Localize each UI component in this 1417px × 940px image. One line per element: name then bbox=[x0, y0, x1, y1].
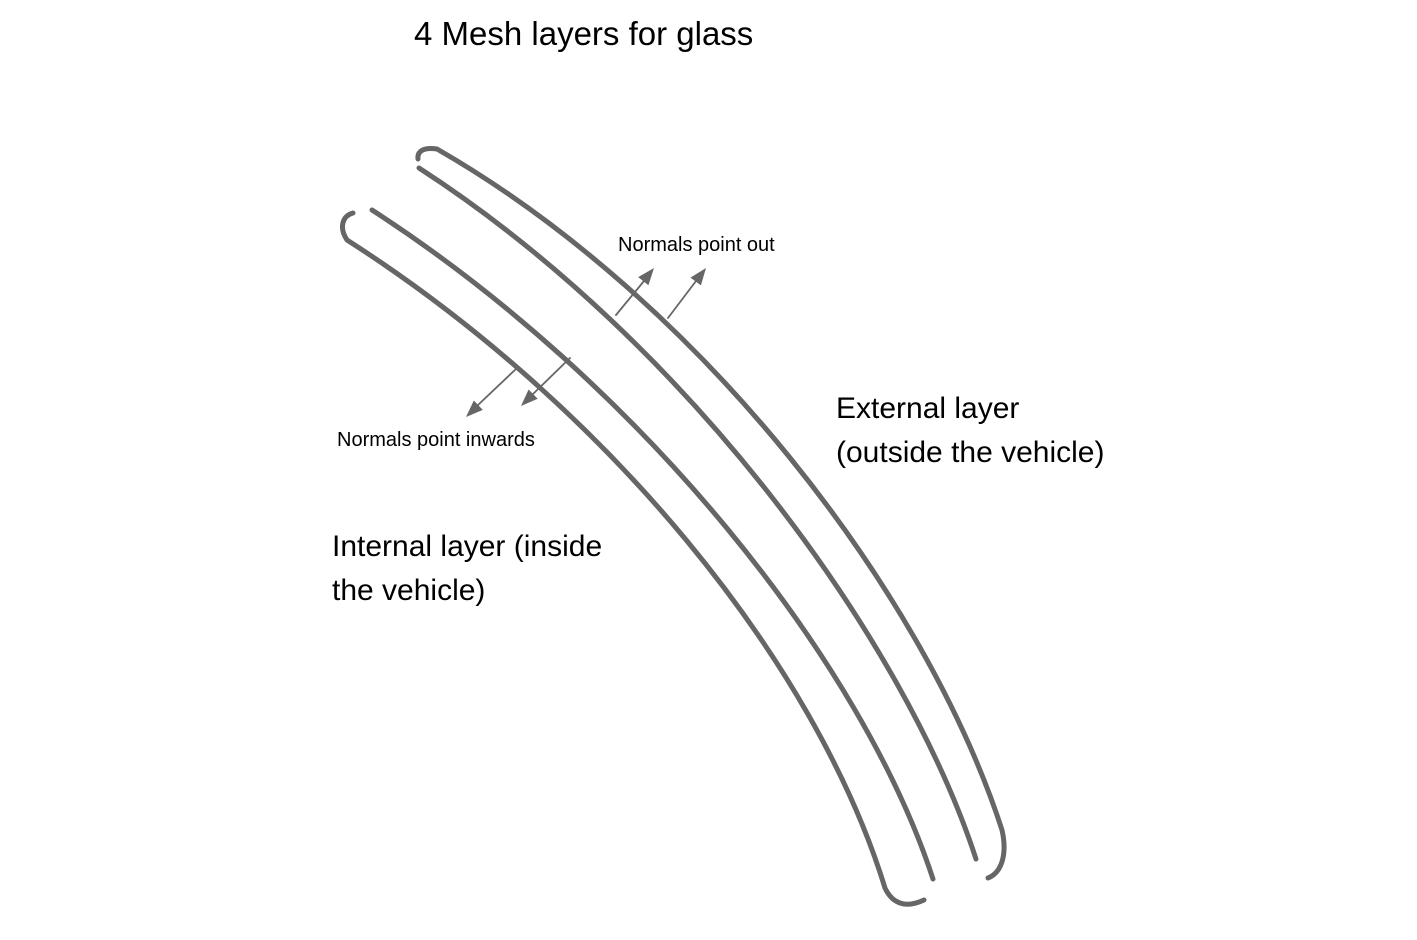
normals-point-out-label: Normals point out bbox=[618, 234, 775, 256]
normal-in-arrow-left-line bbox=[477, 367, 518, 406]
layer-curves bbox=[339, 146, 1007, 907]
normal-arrow-heads bbox=[466, 268, 706, 417]
internal-layer-outer-curve bbox=[339, 210, 927, 907]
external-layer-outer-curve bbox=[415, 146, 1007, 881]
normals-point-inwards-label: Normals point inwards bbox=[337, 429, 535, 451]
normal-in-arrow-right-line bbox=[532, 357, 571, 395]
normal-out-arrow-left-line bbox=[615, 280, 645, 316]
normal-out-arrow-right-line bbox=[667, 280, 697, 319]
internal-layer-inner-curve bbox=[369, 207, 936, 882]
normal-out-arrow-right-head bbox=[690, 268, 706, 286]
external-layer-inner-curve bbox=[416, 165, 979, 862]
normal-arrow-lines bbox=[477, 280, 697, 406]
diagram-title: 4 Mesh layers for glass bbox=[414, 15, 754, 52]
normal-out-arrow-left-head bbox=[638, 268, 654, 286]
normal-in-arrow-left-head bbox=[466, 400, 483, 417]
external-layer-label: External layer (outside the vehicle) bbox=[836, 392, 1105, 469]
internal-layer-label: Internal layer (inside the vehicle) bbox=[332, 530, 603, 607]
normal-in-arrow-right-head bbox=[521, 389, 538, 406]
